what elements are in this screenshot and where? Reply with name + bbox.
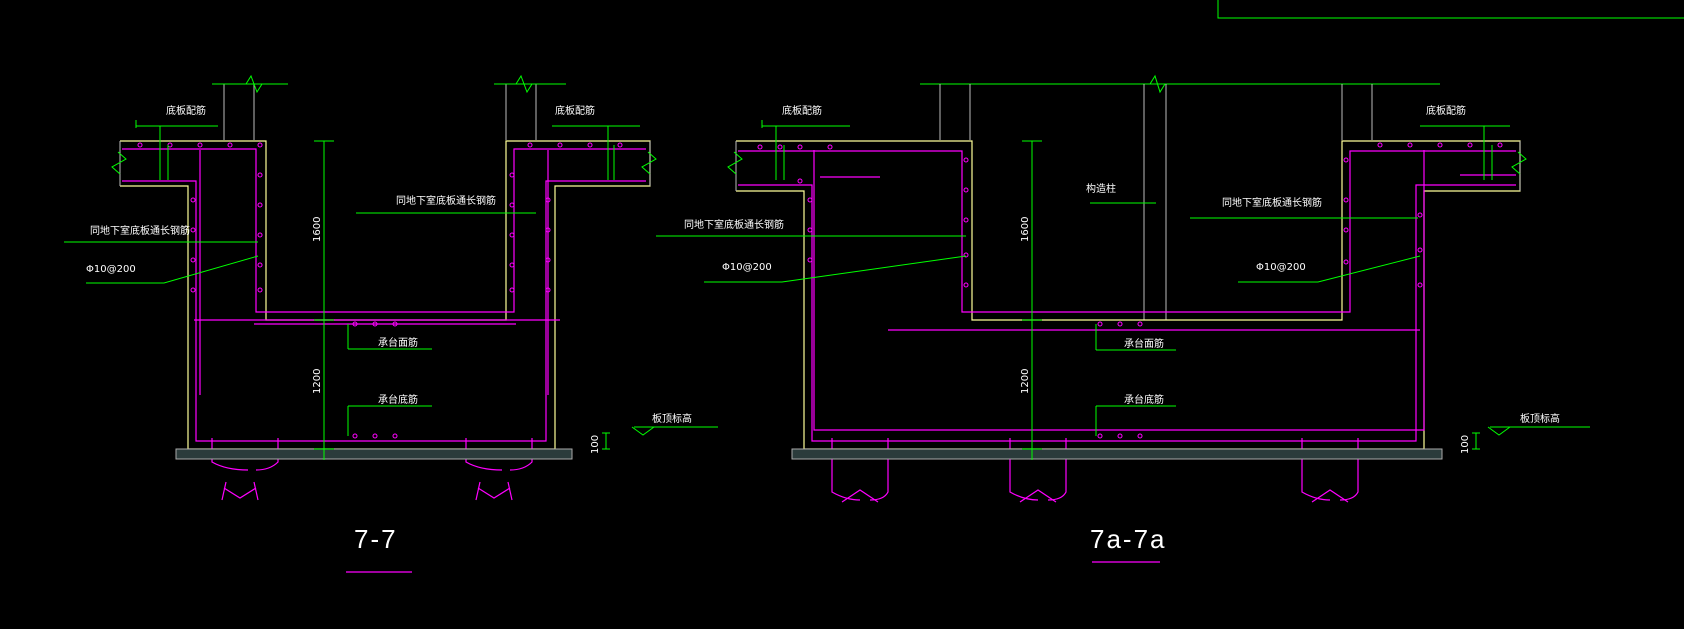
column-left-7-7 — [212, 74, 288, 140]
dim-1200-7a-7a: 1200 — [1020, 369, 1031, 394]
label-stirrup-right-7a-7a: Φ10@200 — [1256, 262, 1306, 273]
dim-100-7-7: 100 — [590, 435, 601, 454]
label-cap-bottom-7-7: 承台底筋 — [378, 393, 418, 406]
section-title-7a-7a: 7a-7a — [1090, 524, 1167, 554]
dim-1600-7a-7a: 1600 — [1020, 217, 1031, 242]
label-bottom-slab-left-7a-7a: 底板配筋 — [782, 104, 822, 117]
rebar-7-7 — [122, 148, 646, 573]
label-structural-column-7a-7a: 构造柱 — [1086, 182, 1116, 195]
dim-1600-7-7: 1600 — [312, 217, 323, 242]
label-stirrup-left-7a-7a: Φ10@200 — [722, 262, 772, 273]
columns-top-7a-7a — [920, 74, 1440, 320]
label-elevation-7-7: 板顶标高 — [652, 412, 692, 425]
label-stirrup-7-7: Φ10@200 — [86, 264, 136, 275]
rebar-7a-7a — [738, 150, 1516, 563]
label-through-rebar-right-7a-7a: 同地下室底板通长钢筋 — [1222, 196, 1322, 209]
label-bottom-slab-left-7-7: 底板配筋 — [166, 104, 206, 117]
label-cap-bottom-7a-7a: 承台底筋 — [1124, 393, 1164, 406]
section-7-7: 底板配筋 底板配筋 同地下室底板通长钢筋 同地下室底板通长钢筋 Φ10@200 … — [64, 74, 718, 573]
label-cap-top-7a-7a: 承台面筋 — [1124, 337, 1164, 350]
section-title-7-7: 7-7 — [354, 524, 398, 554]
label-cap-top-7-7: 承台面筋 — [378, 336, 418, 349]
label-through-rebar-right-7-7: 同地下室底板通长钢筋 — [396, 194, 496, 207]
bedding-layer-7a-7a — [791, 448, 1443, 460]
label-bottom-slab-right-7-7: 底板配筋 — [555, 104, 595, 117]
section-7a-7a: 底板配筋 底板配筋 构造柱 同地下室底板通长钢筋 同地下室底板通长钢筋 Φ10@… — [656, 74, 1590, 563]
label-through-rebar-left-7a-7a: 同地下室底板通长钢筋 — [684, 218, 784, 231]
label-bottom-slab-right-7a-7a: 底板配筋 — [1426, 104, 1466, 117]
label-through-rebar-left-7-7: 同地下室底板通长钢筋 — [90, 224, 190, 237]
bedding-layer-7-7 — [175, 448, 573, 460]
dimensions-7a-7a — [656, 120, 1590, 460]
dim-1200-7-7: 1200 — [312, 369, 323, 394]
title-block-fragment — [1217, 0, 1684, 19]
dimensions-7-7 — [64, 120, 718, 460]
column-right-7-7 — [494, 74, 566, 140]
rebar-dots-7-7 — [137, 142, 623, 439]
dim-100-7a-7a: 100 — [1460, 435, 1471, 454]
label-elevation-7a-7a: 板顶标高 — [1520, 412, 1560, 425]
rebar-dots-7a-7a — [757, 142, 1503, 439]
